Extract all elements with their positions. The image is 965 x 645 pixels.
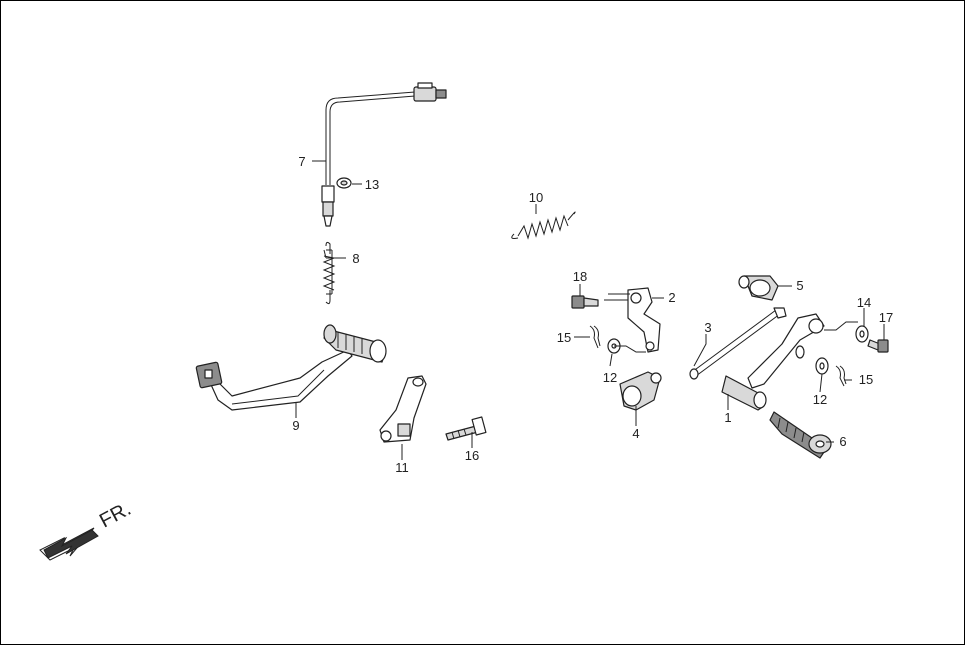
part-5-rubber [738, 275, 779, 301]
callout-2: 2 [668, 290, 675, 305]
callout-13: 13 [365, 177, 379, 192]
part-14-washer [855, 325, 869, 343]
callout-12-right: 12 [813, 392, 827, 407]
callout-5: 5 [796, 278, 803, 293]
part-15-pin-left [589, 325, 601, 349]
callout-15-left: 15 [557, 330, 571, 345]
part-15-pin-right [835, 365, 847, 387]
callout-4: 4 [632, 426, 639, 441]
callout-10: 10 [529, 190, 543, 205]
callout-17: 17 [879, 310, 893, 325]
callout-8: 8 [352, 251, 359, 266]
part-6-footpeg-rubber [769, 411, 832, 459]
callout-12-left: 12 [603, 370, 617, 385]
part-16-bolt [445, 416, 487, 441]
part-11-brake-arm [379, 375, 427, 443]
front-label: FR. [96, 498, 135, 533]
callout-1: 1 [724, 410, 731, 425]
part-1-shift-pedal [721, 313, 825, 411]
callout-18: 18 [573, 269, 587, 284]
callout-14: 14 [857, 295, 871, 310]
callout-3: 3 [704, 320, 711, 335]
callout-7: 7 [298, 154, 305, 169]
part-10-return-spring [511, 211, 576, 240]
callout-15-right: 15 [859, 372, 873, 387]
part-18-bolt [571, 295, 599, 309]
callout-9: 9 [292, 418, 299, 433]
part-17-bolt [867, 339, 889, 353]
callout-labels: 1 2 3 4 5 6 7 8 9 10 11 12 12 13 14 15 1… [292, 154, 893, 475]
front-direction-arrow: FR. [39, 498, 135, 561]
part-13-clip [336, 177, 352, 189]
part-8-spring [322, 241, 336, 305]
leader-lines [295, 160, 885, 460]
callout-11: 11 [395, 460, 409, 475]
part-4-rubber [619, 371, 662, 411]
part-9-brake-pedal [195, 324, 387, 411]
part-12-washer-right [815, 357, 829, 375]
part-3-shift-rod [689, 307, 787, 380]
callout-16: 16 [465, 448, 479, 463]
part-7-brake-rod [321, 82, 447, 227]
callout-6: 6 [839, 434, 846, 449]
part-2-bracket [627, 287, 661, 353]
